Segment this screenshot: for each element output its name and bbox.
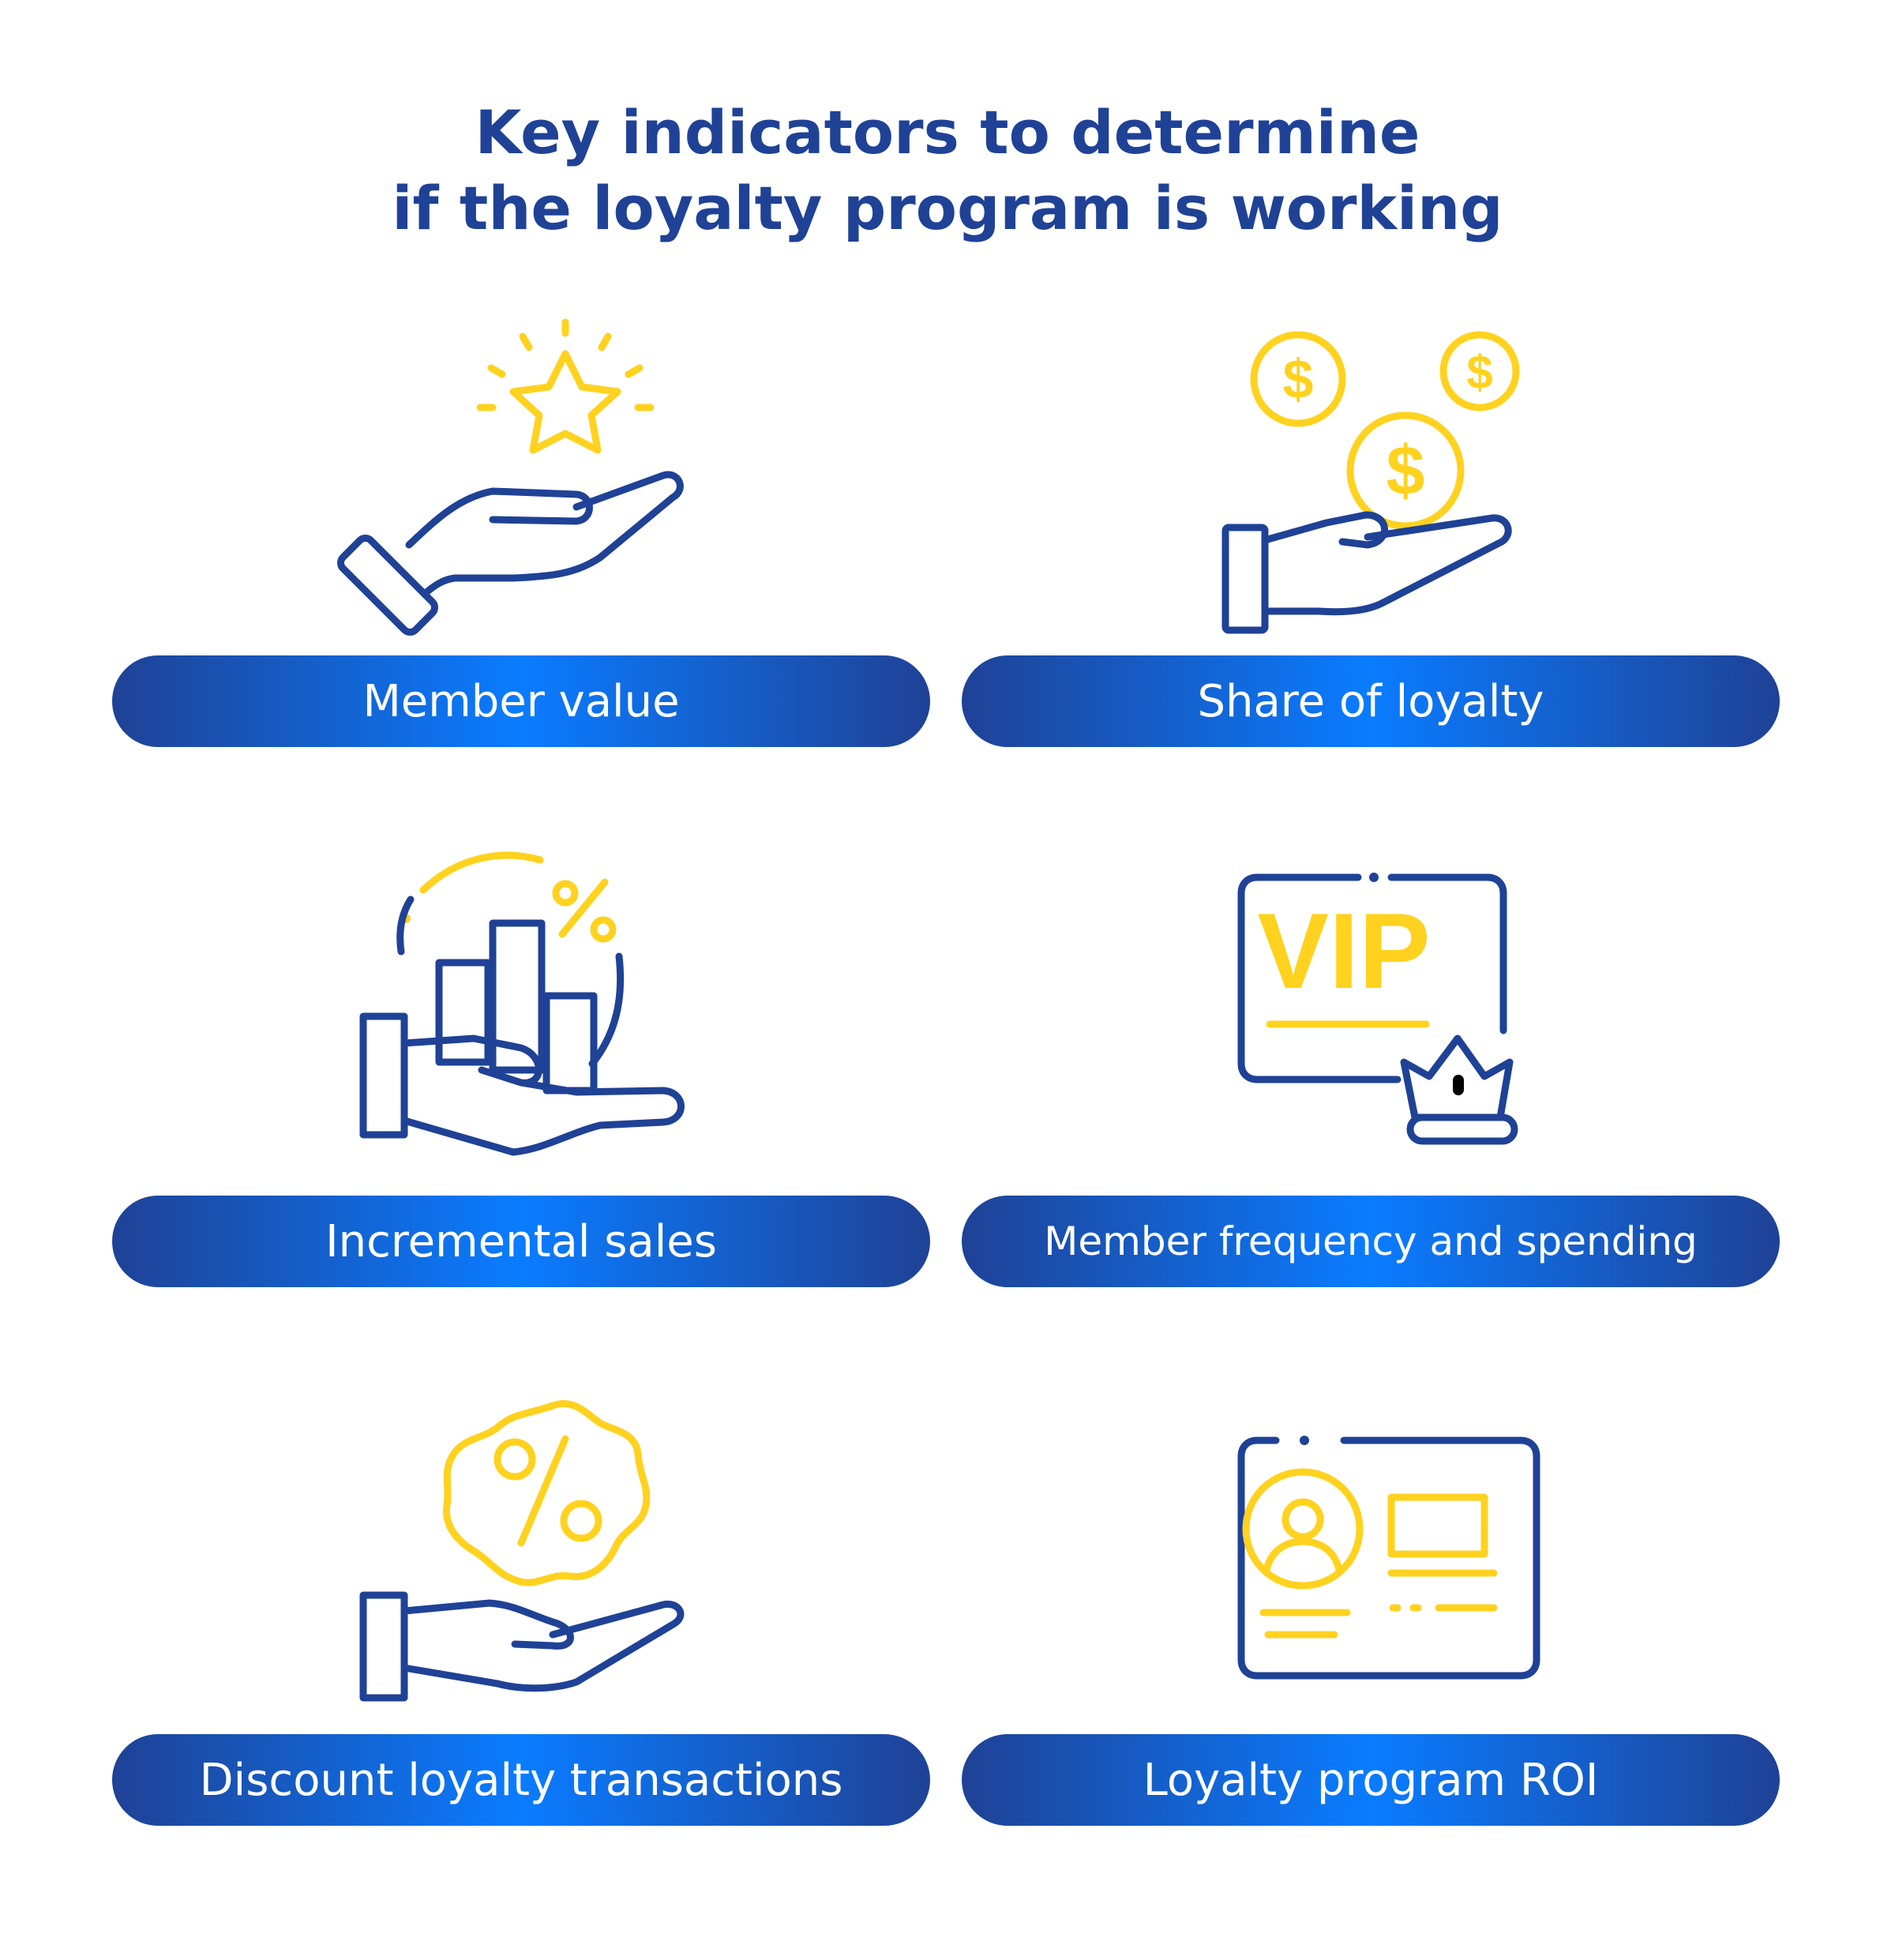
hand-with-coins-icon: $ $ $ (1169, 308, 1579, 648)
vip-card-with-crown-icon: VIP (1169, 841, 1579, 1181)
coin-dollar-sign: $ (1466, 346, 1492, 399)
hand-with-discount-badge-icon (316, 1374, 726, 1714)
page-title: Key indicators to determine if the loyal… (0, 95, 1895, 246)
hand-with-bar-chart-icon (316, 841, 726, 1181)
indicator-label-loyalty-program-roi: Loyalty program ROI (962, 1734, 1780, 1826)
hand-with-star-icon (316, 308, 726, 648)
coin-dollar-sign: $ (1387, 431, 1425, 509)
coin-dollar-sign: $ (1283, 348, 1314, 410)
title-line-2: if the loyalty program is working (392, 173, 1503, 243)
indicator-label-member-frequency-and-spending: Member frequency and spending (962, 1196, 1780, 1287)
title-line-1: Key indicators to determine (475, 97, 1420, 167)
indicator-label-share-of-loyalty: Share of loyalty (962, 655, 1780, 747)
indicator-label-member-value: Member value (112, 655, 930, 747)
vip-text: VIP (1257, 891, 1430, 1011)
member-profile-card-icon (1169, 1374, 1579, 1714)
indicator-label-discount-loyalty-transactions: Discount loyalty transactions (112, 1734, 930, 1826)
indicator-label-incremental-sales: Incremental sales (112, 1196, 930, 1287)
